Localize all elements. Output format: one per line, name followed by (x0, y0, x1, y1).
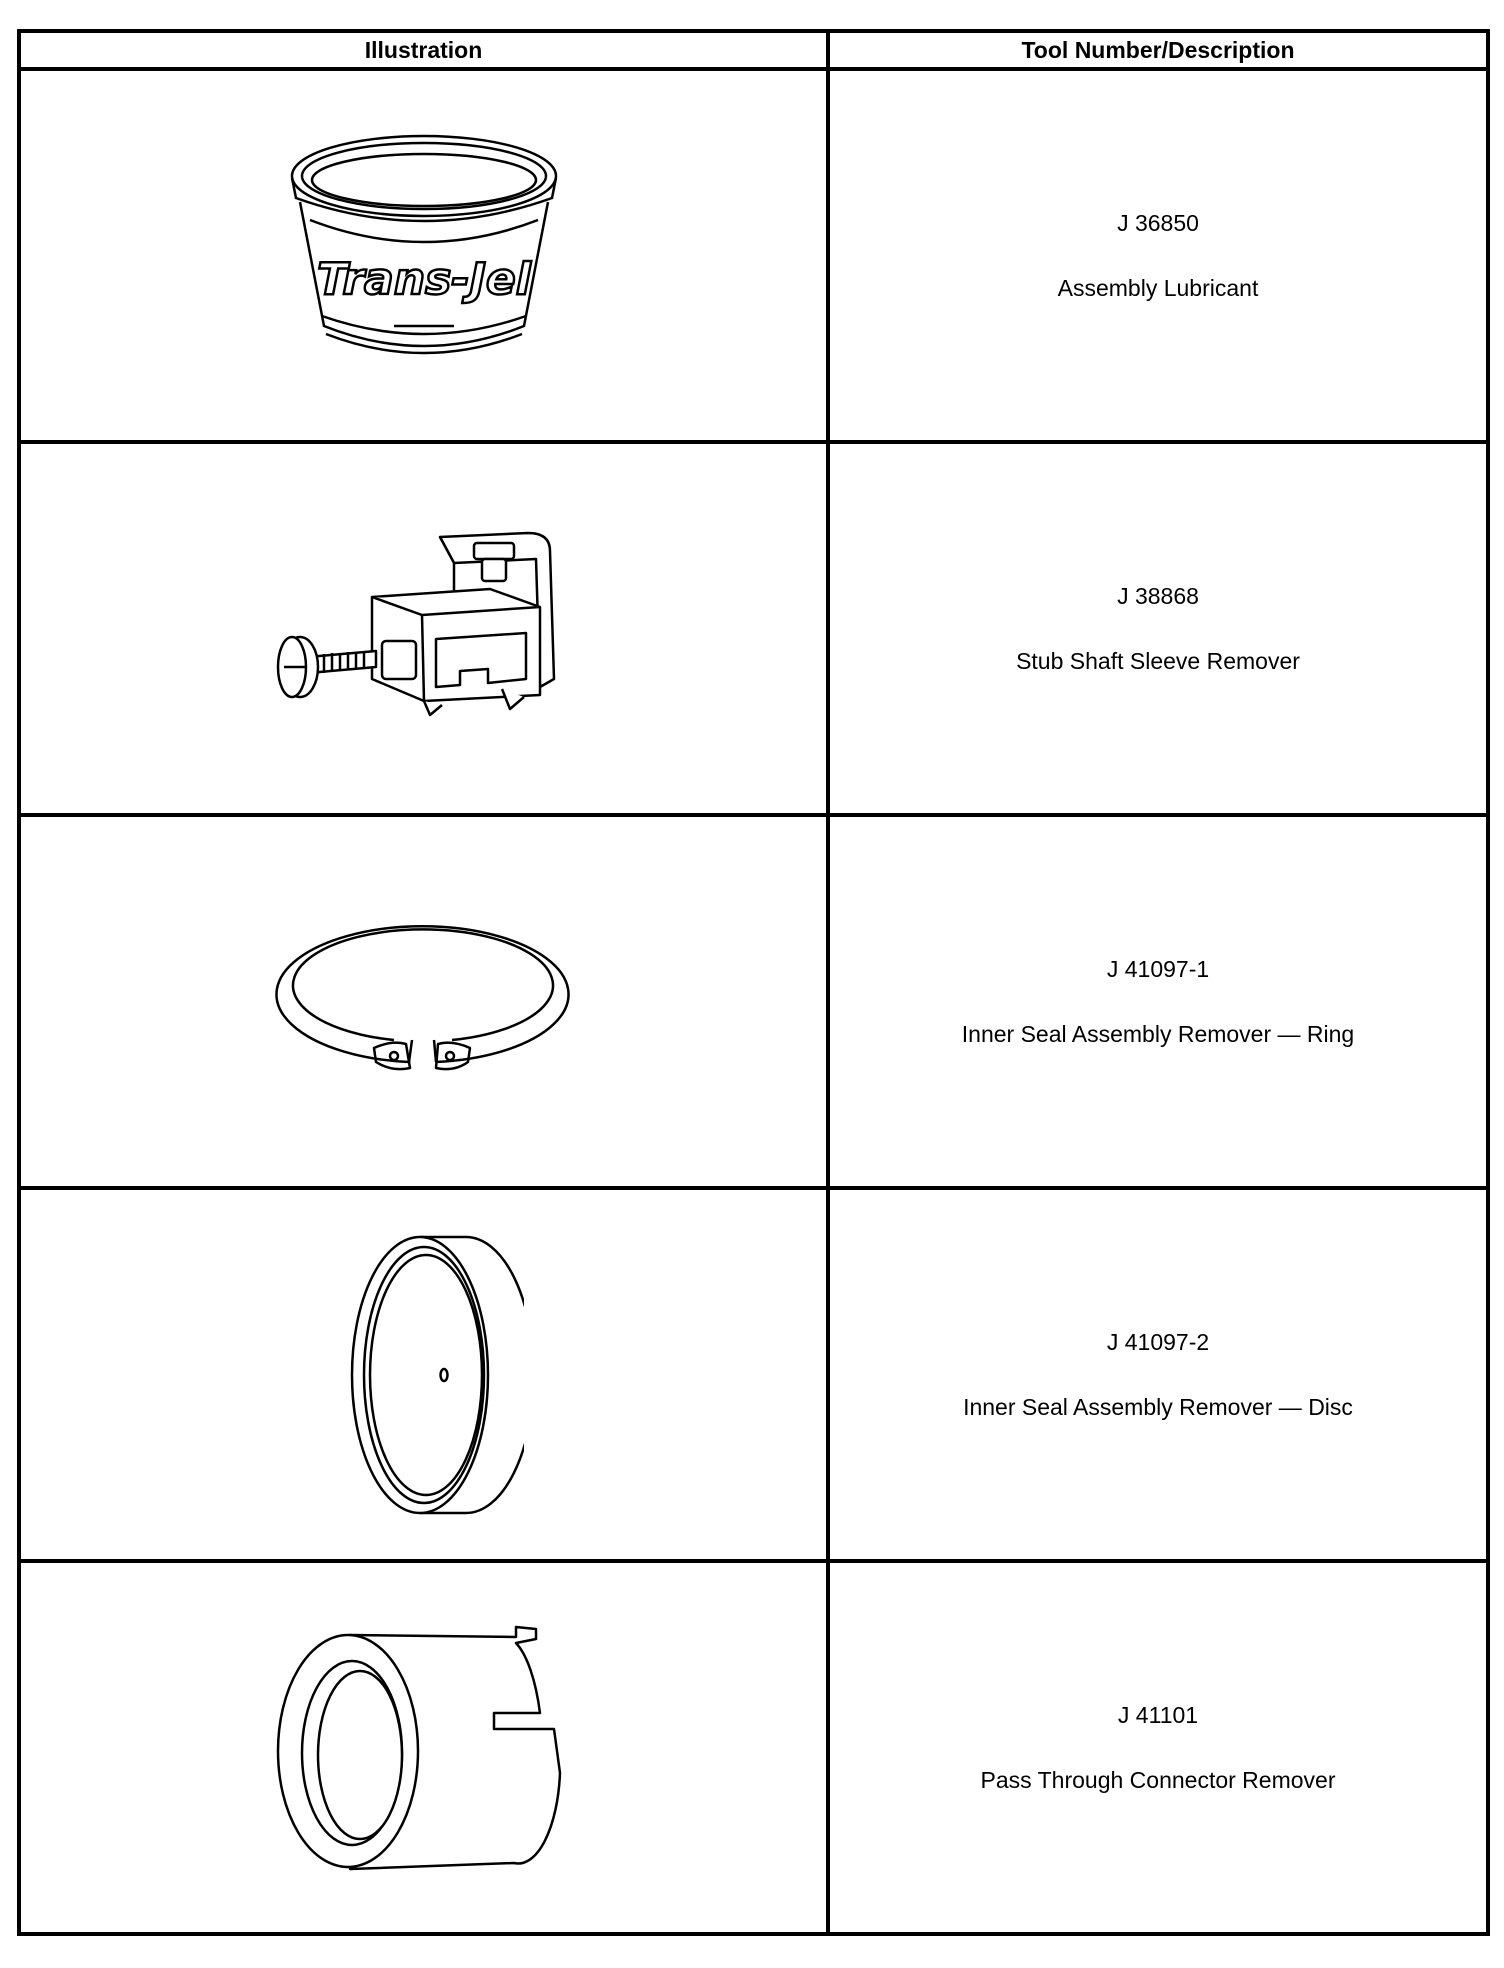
snap-ring-icon (274, 924, 570, 1070)
description-cell: J 36850 Assembly Lubricant (826, 67, 1490, 444)
illustration-cell: Trans-Jel (17, 67, 830, 444)
header-tool-number-description: Tool Number/Description (826, 29, 1490, 71)
illustration-cell (17, 813, 830, 1190)
tool-number: J 38868 (1117, 582, 1199, 609)
header-illustration: Illustration (17, 29, 830, 71)
sleeve-remover-clamp-icon (276, 531, 555, 716)
lubricant-tub-icon: Trans-Jel (290, 134, 557, 354)
tool-description: Pass Through Connector Remover (980, 1766, 1336, 1793)
tool-number: J 41101 (1117, 1701, 1199, 1728)
table-row: J 41097-1 Inner Seal Assembly Remover — … (17, 813, 1490, 1190)
description-cell: J 38868 Stub Shaft Sleeve Remover (826, 440, 1490, 817)
tool-description: Assembly Lubricant (1057, 274, 1259, 301)
table-row: J 38868 Stub Shaft Sleeve Remover (17, 440, 1490, 817)
tool-number: J 36850 (1117, 209, 1199, 236)
tool-description: Inner Seal Assembly Remover — Disc (963, 1393, 1353, 1420)
connector-remover-sleeve-icon (276, 1625, 561, 1870)
description-cell: J 41097-2 Inner Seal Assembly Remover — … (826, 1186, 1490, 1563)
illustration-cell (17, 440, 830, 817)
table-row: J 41097-2 Inner Seal Assembly Remover — … (17, 1186, 1490, 1563)
description-cell: J 41101 Pass Through Connector Remover (826, 1559, 1490, 1936)
table-header-row: Illustration Tool Number/Description (17, 29, 1490, 71)
remover-disc-icon (350, 1235, 524, 1514)
tool-description: Inner Seal Assembly Remover — Ring (961, 1020, 1355, 1047)
illustration-cell (17, 1559, 830, 1936)
special-tools-table: Illustration Tool Number/Description (17, 29, 1490, 1936)
table-row: J 41101 Pass Through Connector Remover (17, 1559, 1490, 1936)
description-cell: J 41097-1 Inner Seal Assembly Remover — … (826, 813, 1490, 1190)
illustration-cell (17, 1186, 830, 1563)
table-row: Trans-Jel J 36850 Assembly Lubricant (17, 67, 1490, 444)
tool-description: Stub Shaft Sleeve Remover (1016, 647, 1300, 674)
tub-label-text: Trans-Jel (317, 254, 532, 305)
tool-number: J 41097-2 (1106, 1328, 1210, 1355)
tool-number: J 41097-1 (1106, 955, 1210, 982)
